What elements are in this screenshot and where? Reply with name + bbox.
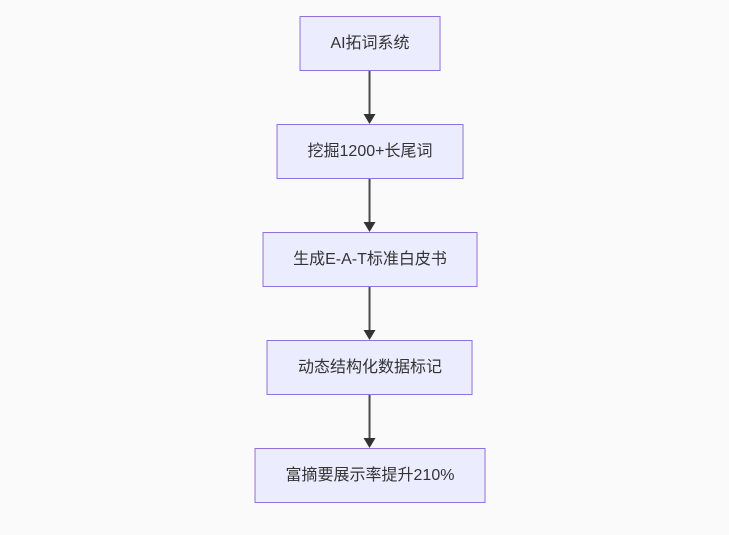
flow-node-rich-snippet: 富摘要展示率提升210% — [254, 448, 486, 503]
arrow-line — [369, 395, 371, 439]
arrow-down-icon — [364, 179, 376, 232]
arrow-head-icon — [364, 114, 376, 124]
node-label-longtail-mining: 挖掘1200+长尾词 — [307, 142, 433, 160]
arrow-down-icon — [364, 287, 376, 340]
flow-node-longtail-mining: 挖掘1200+长尾词 — [276, 124, 464, 179]
arrow-head-icon — [364, 330, 376, 340]
node-label-structured-data: 动态结构化数据标记 — [297, 358, 442, 376]
arrow-down-icon — [364, 71, 376, 124]
flow-node-eat-whitepaper: 生成E-A-T标准白皮书 — [262, 232, 478, 287]
arrow-line — [369, 71, 371, 115]
arrow-head-icon — [364, 222, 376, 232]
arrow-line — [369, 179, 371, 223]
flow-node-ai-system: AI拓词系统 — [299, 16, 441, 71]
arrow-down-icon — [364, 395, 376, 448]
flowchart-column: AI拓词系统 挖掘1200+长尾词 生成E-A-T标准白皮书 动态结构化数据标记 — [254, 16, 486, 503]
node-label-ai-system: AI拓词系统 — [330, 34, 410, 52]
flow-node-structured-data: 动态结构化数据标记 — [266, 340, 473, 395]
node-label-eat-whitepaper: 生成E-A-T标准白皮书 — [293, 250, 447, 268]
arrow-line — [369, 287, 371, 331]
node-label-rich-snippet: 富摘要展示率提升210% — [285, 466, 455, 484]
arrow-head-icon — [364, 438, 376, 448]
